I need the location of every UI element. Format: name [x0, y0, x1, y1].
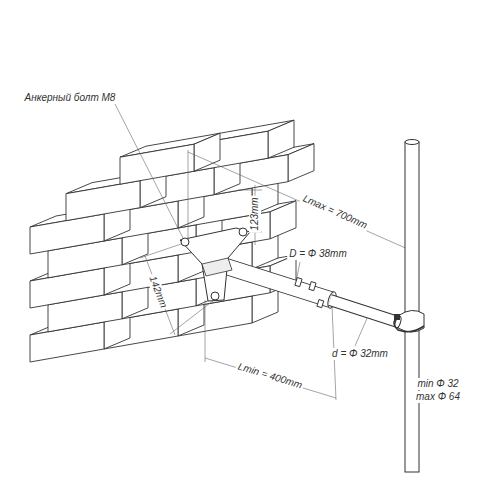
- brick: [270, 201, 296, 239]
- brick: [268, 120, 294, 158]
- dimension-label: max Φ 64: [414, 391, 462, 403]
- dimension-label: min Φ 32: [415, 378, 460, 390]
- dimension-label: d = Φ 32mm: [330, 348, 390, 360]
- brick: [194, 133, 220, 171]
- brick: [120, 144, 194, 184]
- dimension-label: Lmax = 700mm: [299, 192, 371, 233]
- dimension-label: 123mm: [249, 195, 261, 232]
- dimension-label: D = Φ 38mm: [287, 248, 349, 260]
- brick: [288, 144, 314, 182]
- part-name: Анкерный болт М8: [23, 92, 118, 104]
- dimension-label: Lmin = 400mm: [235, 360, 306, 392]
- brick: [66, 181, 140, 221]
